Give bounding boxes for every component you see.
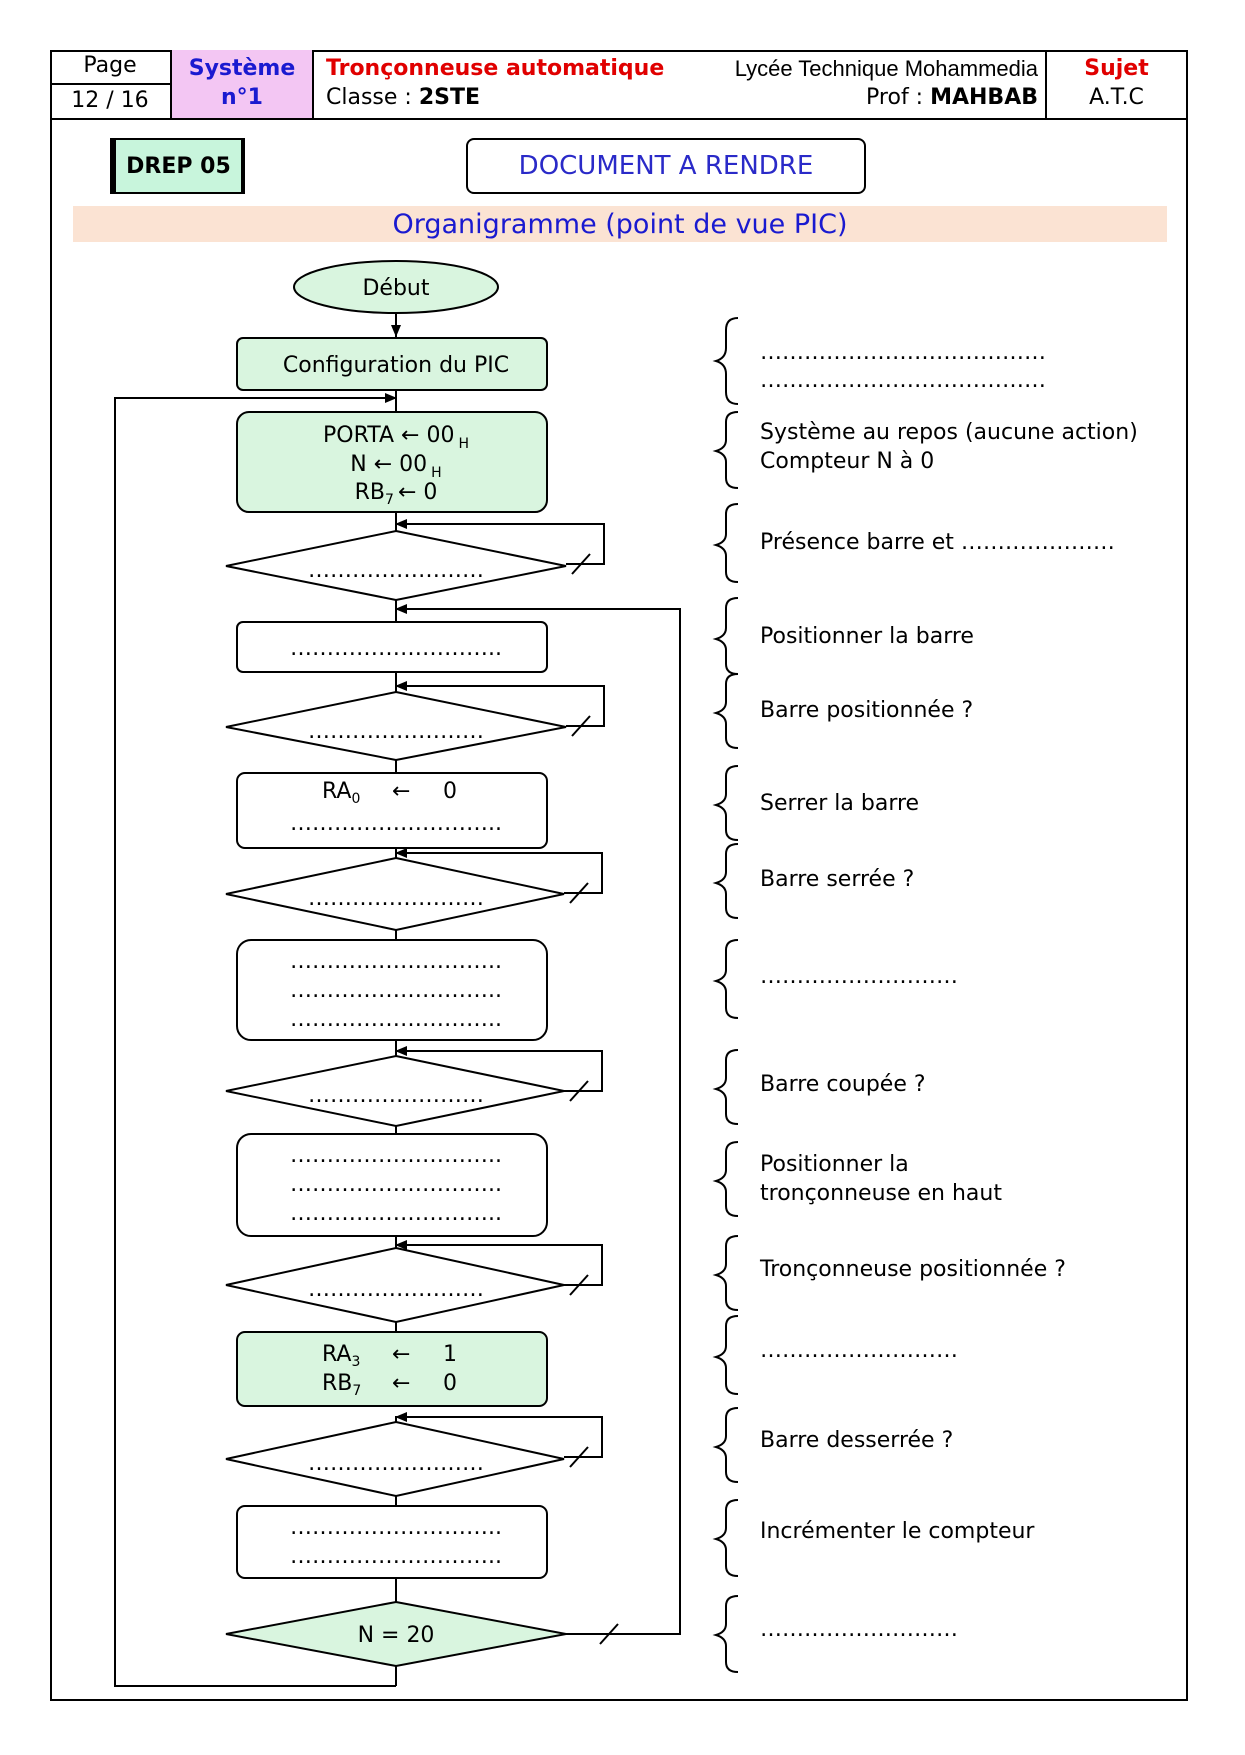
note-clamped: Barre serrée ? bbox=[760, 867, 915, 892]
box-raise-dots-1: ……………………….. bbox=[290, 1143, 502, 1168]
final-test-label: N = 20 bbox=[358, 1623, 435, 1648]
prof-info: Prof : MAHBAB bbox=[866, 85, 1038, 110]
decision-cut-dots: …………………… bbox=[308, 1083, 484, 1108]
note-counter: Compteur N à 0 bbox=[760, 449, 935, 474]
system-label: Système bbox=[188, 56, 296, 81]
box-clamp-arrow: ← bbox=[392, 779, 410, 804]
box-increment-dots-2: ……………………….. bbox=[290, 1544, 502, 1569]
class-info: Classe : 2STE bbox=[326, 85, 480, 110]
box-position-dots: ……………………….. bbox=[290, 636, 502, 661]
decision-released-dots: …………………… bbox=[308, 1451, 484, 1476]
box-raise bbox=[236, 1133, 548, 1237]
note-increment: Incrémenter le compteur bbox=[760, 1519, 1035, 1544]
decision-released bbox=[225, 1420, 565, 1498]
decision-raised bbox=[225, 1246, 565, 1324]
decision-raised-dots: …………………… bbox=[308, 1277, 484, 1302]
page-cell: Page 12 / 16 bbox=[50, 50, 170, 118]
init-box bbox=[236, 411, 548, 513]
box-release-rb7: RB7 bbox=[322, 1371, 361, 1399]
note-cut: Barre coupée ? bbox=[760, 1072, 926, 1097]
document-a-rendre: DOCUMENT A RENDRE bbox=[466, 138, 866, 194]
note-raised: Tronçonneuse positionnée ? bbox=[760, 1257, 1066, 1282]
note-released: Barre desserrée ? bbox=[760, 1428, 954, 1453]
note-rest: Système au repos (aucune action) bbox=[760, 420, 1138, 445]
page-number: 12 / 16 bbox=[71, 88, 149, 113]
box-release-arrow-1: ← bbox=[392, 1342, 410, 1367]
note-config-1: ………………………………… bbox=[760, 340, 1046, 365]
box-clamp-dots: ……………………….. bbox=[290, 811, 502, 836]
note-cut-action: ……………………… bbox=[760, 964, 958, 989]
decision-cut bbox=[225, 1054, 565, 1128]
box-raise-dots-3: ……………………….. bbox=[290, 1201, 502, 1226]
note-final: ……………………… bbox=[760, 1617, 958, 1642]
drep-badge: DREP 05 bbox=[110, 138, 245, 194]
school-name: Lycée Technique Mohammedia bbox=[734, 56, 1038, 81]
box-release-one: 1 bbox=[443, 1342, 457, 1367]
decision-presence bbox=[225, 529, 567, 602]
start-node bbox=[293, 260, 499, 314]
system-number: n°1 bbox=[221, 85, 263, 110]
box-clamp bbox=[236, 772, 548, 849]
start-label: Début bbox=[362, 276, 429, 301]
box-release-arrow-2: ← bbox=[392, 1371, 410, 1396]
box-release bbox=[236, 1331, 548, 1407]
box-release-ra3: RA3 bbox=[322, 1342, 360, 1370]
box-cut-dots-2: ……………………….. bbox=[290, 978, 502, 1003]
decision-clamped bbox=[225, 856, 565, 932]
config-box bbox=[236, 337, 548, 391]
init-rb7: RB7← 0 bbox=[355, 480, 438, 508]
box-clamp-ra0: RA0 bbox=[322, 779, 360, 807]
note-raise-2: tronçonneuse en haut bbox=[760, 1181, 1002, 1206]
page-frame bbox=[50, 50, 1188, 1701]
config-label: Configuration du PIC bbox=[283, 353, 509, 378]
note-presence: Présence barre et ………………… bbox=[760, 530, 1115, 555]
decision-presence-dots: …………………… bbox=[308, 558, 484, 583]
box-clamp-zero: 0 bbox=[443, 779, 457, 804]
section-title: Organigramme (point de vue PIC) bbox=[73, 206, 1167, 242]
box-raise-dots-2: ……………………….. bbox=[290, 1172, 502, 1197]
box-increment bbox=[236, 1505, 548, 1579]
decision-clamped-dots: …………………… bbox=[308, 886, 484, 911]
decision-positioned bbox=[225, 690, 567, 762]
note-release-action: ……………………… bbox=[760, 1338, 958, 1363]
decision-positioned-dots: …………………… bbox=[308, 719, 484, 744]
system-cell: Système n°1 bbox=[172, 50, 312, 118]
box-position bbox=[236, 621, 548, 673]
document-title: Tronçonneuse automatique bbox=[326, 56, 665, 81]
header-table: Page 12 / 16 Système n°1 Tronçonneuse au… bbox=[50, 50, 1188, 120]
decision-final bbox=[225, 1600, 567, 1668]
box-cut bbox=[236, 939, 548, 1041]
note-raise-1: Positionner la bbox=[760, 1152, 909, 1177]
note-positioned: Barre positionnée ? bbox=[760, 698, 974, 723]
box-release-zero: 0 bbox=[443, 1371, 457, 1396]
note-position: Positionner la barre bbox=[760, 624, 974, 649]
note-clamp: Serrer la barre bbox=[760, 791, 920, 816]
note-config-2: ………………………………… bbox=[760, 368, 1046, 393]
page-label: Page bbox=[83, 53, 137, 78]
subject-value: A.T.C bbox=[1089, 85, 1144, 110]
subject-label: Sujet bbox=[1084, 56, 1149, 81]
box-cut-dots-1: ……………………….. bbox=[290, 949, 502, 974]
box-increment-dots-1: ……………………….. bbox=[290, 1515, 502, 1540]
box-cut-dots-3: ……………………….. bbox=[290, 1007, 502, 1032]
